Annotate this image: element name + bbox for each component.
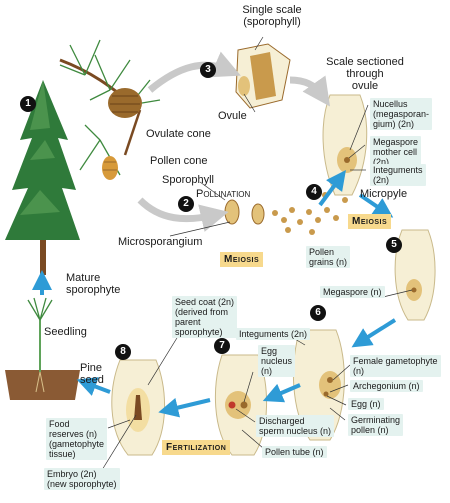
fertilization-ovule-illustration xyxy=(215,354,268,456)
pollen-tube-box: Pollen tube (n) xyxy=(262,446,327,458)
archegonium-box: Archegonium (n) xyxy=(350,380,423,392)
seedling-label: Seedling xyxy=(44,326,87,338)
female-gametophyte-box: Female gametophyte (n) xyxy=(350,355,441,377)
egg-box: Egg (n) xyxy=(348,398,384,410)
arrow-to-section xyxy=(289,75,331,107)
scale-sectioned-label: Scale sectioned through ovule xyxy=(326,56,404,92)
pine-seed-label: Pine seed xyxy=(80,362,104,386)
arrow-fertilization-to-seed xyxy=(158,397,211,418)
step-3-badge: 3 xyxy=(200,62,216,78)
sporophyll-label: Sporophyll xyxy=(162,174,214,186)
pine-tree-illustration xyxy=(5,80,80,275)
integuments-1-box: Integuments (2n) xyxy=(370,164,426,186)
embryo-box: Embryo (2n) (new sporophyte) xyxy=(44,468,120,490)
pollen-grains-box: Pollen grains (n) xyxy=(306,246,351,268)
step-1-badge: 1 xyxy=(20,96,36,112)
pollination-label: Pollination xyxy=(196,188,251,200)
megaspore-illustration xyxy=(394,229,436,321)
branch-with-cones xyxy=(59,39,161,180)
micropyle-label: Micropyle xyxy=(360,188,408,200)
pollen-cone-label: Pollen cone xyxy=(150,155,208,167)
integuments-2-box: Integuments (2n) xyxy=(236,328,311,340)
single-scale-label: Single scale (sporophyll) xyxy=(242,4,302,28)
meiosis-tag-1: Meiosis xyxy=(220,252,264,267)
step-4-badge: 4 xyxy=(306,184,322,200)
arrow-megaspore-to-gametophyte xyxy=(351,318,397,348)
step-8-badge: 8 xyxy=(115,344,131,360)
megaspore-box: Megaspore (n) xyxy=(320,286,385,298)
arrow-pollen-to-ovule xyxy=(318,169,346,207)
seed-coat-box: Seed coat (2n) (derived from parent spor… xyxy=(172,296,238,338)
megaspore-mother-cell-box: Megaspore mother cell (2n) xyxy=(370,136,422,168)
step-7-badge: 7 xyxy=(214,338,230,354)
arrow-to-single-scale xyxy=(147,51,241,93)
food-reserves-box: Food reserves (n) (gametophyte tissue) xyxy=(46,418,108,460)
step-5-badge: 5 xyxy=(386,237,402,253)
sporophyll-illustration xyxy=(224,199,265,225)
seedling-illustration xyxy=(5,297,80,400)
egg-nucleus-box: Egg nucleus (n) xyxy=(258,345,296,377)
arrow-seed-to-seedling xyxy=(76,377,111,396)
arrow-to-sporophyll xyxy=(137,197,229,232)
arrow-to-meiosis xyxy=(358,193,394,218)
ovule-label: Ovule xyxy=(218,110,247,122)
step-2-badge: 2 xyxy=(178,196,194,212)
fertilization-tag: Fertilization xyxy=(162,440,231,455)
pollen-grains-scatter xyxy=(272,192,348,235)
discharged-sperm-box: Discharged sperm nucleus (n) xyxy=(256,415,335,437)
step-6-badge: 6 xyxy=(310,305,326,321)
germinating-pollen-box: Germinating pollen (n) xyxy=(348,414,404,436)
ovulate-cone-label: Ovulate cone xyxy=(146,128,211,140)
microsporangium-label: Microsporangium xyxy=(118,236,203,248)
single-scale-illustration xyxy=(235,43,291,109)
arrow-gametophyte-to-fertilization xyxy=(262,383,301,403)
mature-sporophyte-label: Mature sporophyte xyxy=(66,272,121,296)
nucellus-box: Nucellus (megasporan- gium) (2n) xyxy=(370,98,433,130)
meiosis-tag-2: Meiosis xyxy=(348,214,392,229)
ovule-section-illustration xyxy=(322,94,368,196)
